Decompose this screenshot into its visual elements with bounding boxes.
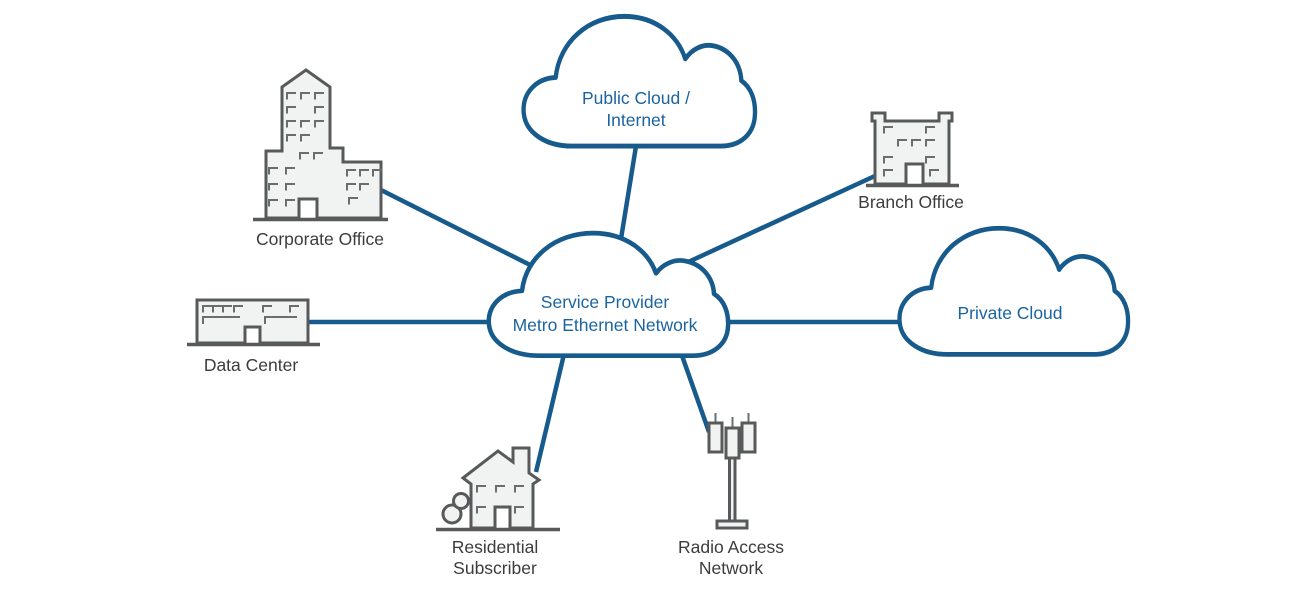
antenna-panel [740, 421, 757, 454]
residential-label-line1: Residential [452, 537, 539, 557]
node-corporate-office: Corporate Office [253, 68, 388, 249]
residential-label-line2: Subscriber [453, 558, 537, 578]
corporate-office-label: Corporate Office [256, 229, 384, 249]
edge-metro-branch-office [659, 172, 878, 278]
node-metro-ethernet-network: Service Provider Metro Ethernet Network [489, 233, 728, 356]
tower-pole [728, 453, 737, 525]
edge-metro-residential [533, 349, 568, 473]
private-cloud-label: Private Cloud [957, 303, 1062, 323]
cloud-icon [900, 228, 1129, 354]
cell-tower-icon [707, 413, 757, 530]
node-data-center: Data Center [187, 298, 320, 375]
public-cloud-label-line1: Public Cloud / [582, 88, 690, 108]
node-public-cloud-internet: Public Cloud / Internet [524, 16, 755, 146]
branch-office-label: Branch Office [858, 192, 964, 212]
office-building-icon [866, 111, 959, 188]
edge-metro-public-cloud [617, 139, 640, 246]
node-private-cloud: Private Cloud [900, 228, 1129, 354]
node-radio-access-network: Radio Access Network [678, 413, 784, 578]
office-tower-icon [253, 68, 388, 222]
bush-icon [452, 492, 470, 510]
data-center-label: Data Center [204, 355, 299, 375]
node-residential-subscriber: Residential Subscriber [436, 446, 560, 578]
antenna-panel [724, 426, 741, 460]
house-icon [436, 446, 560, 532]
edge-metro-radio-access [677, 349, 712, 433]
metro-label-line2: Metro Ethernet Network [513, 315, 698, 335]
bush-icon [441, 503, 463, 525]
data-center-building-icon [187, 298, 320, 347]
node-branch-office: Branch Office [858, 111, 964, 212]
antenna-panel [707, 421, 724, 454]
windows [202, 305, 300, 324]
radio-access-label-line1: Radio Access [678, 537, 784, 557]
radio-access-label-line2: Network [699, 558, 763, 578]
tower-base [715, 519, 749, 530]
public-cloud-label-line2: Internet [606, 110, 665, 130]
metro-label-line1: Service Provider [541, 292, 670, 312]
